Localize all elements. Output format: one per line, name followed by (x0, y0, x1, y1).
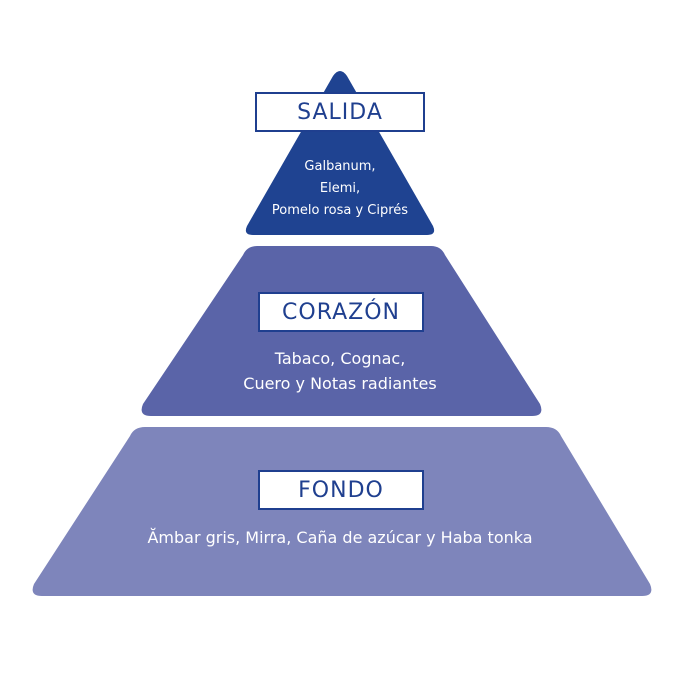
corazon-note-line: Tabaco, Cognac, (274, 349, 406, 368)
corazon-note-line: Cuero y Notas radiantes (243, 374, 437, 393)
salida-note-line: Galbanum, (304, 159, 376, 174)
top-tier-shape (245, 71, 435, 235)
fondo-label-box: FONDO (258, 470, 424, 510)
corazon-title: CORAZÓN (282, 299, 400, 325)
salida-label-box: SALIDA (255, 92, 425, 132)
salida-note-line: Elemi, (319, 181, 361, 196)
salida-notes: Galbanum, Elemi, Pomelo rosa y Ciprés (240, 156, 440, 222)
fondo-note-line: Ămbar gris, Mirra, Caña de azúcar y Haba… (147, 528, 533, 547)
fondo-notes: Ămbar gris, Mirra, Caña de azúcar y Haba… (60, 526, 620, 550)
corazon-label-box: CORAZÓN (258, 292, 424, 332)
salida-note-line: Pomelo rosa y Ciprés (271, 203, 409, 218)
bottom-tier-shape (32, 427, 652, 596)
fondo-title: FONDO (298, 477, 384, 503)
corazon-notes: Tabaco, Cognac, Cuero y Notas radiantes (180, 346, 500, 396)
salida-title: SALIDA (297, 99, 383, 125)
